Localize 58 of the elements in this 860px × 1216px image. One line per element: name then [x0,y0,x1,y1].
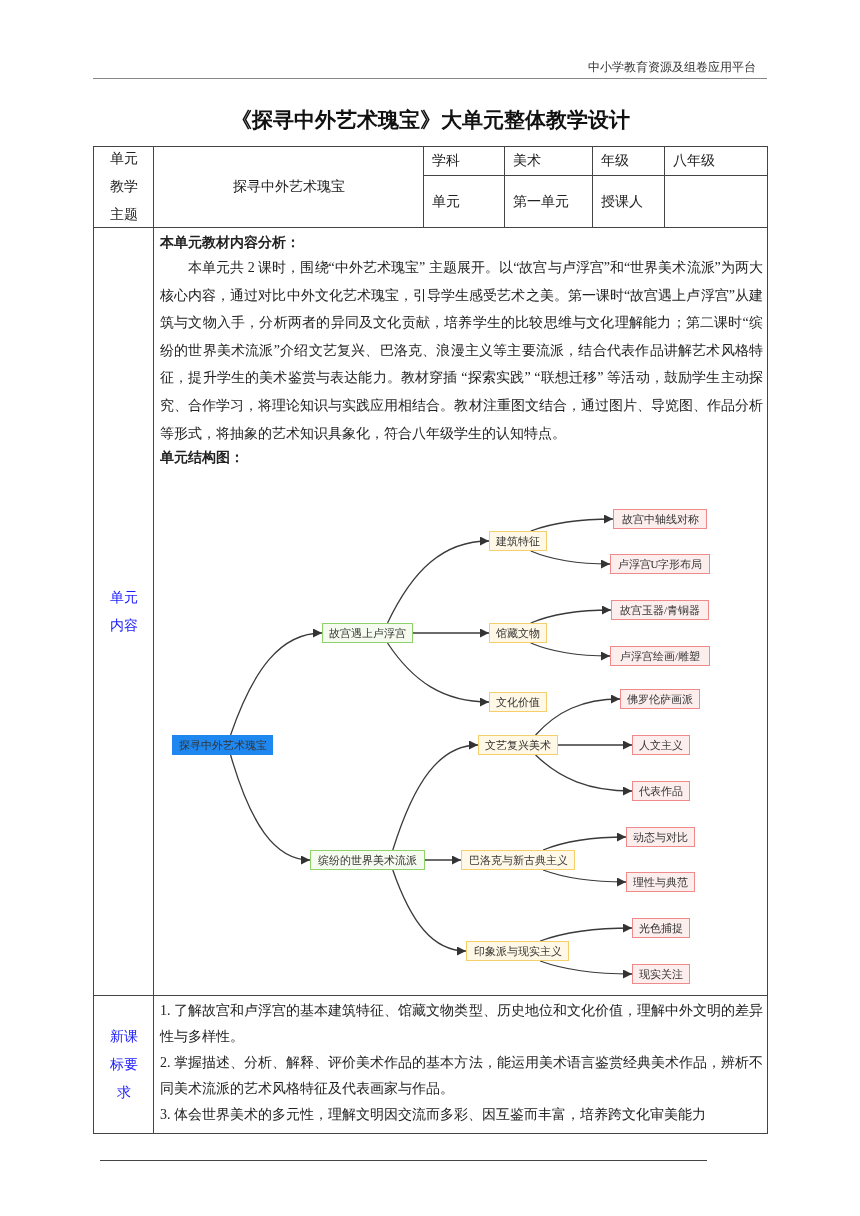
topic-box: 故宫中轴线对称 [613,509,707,529]
topic-box: 缤纷的世界美术流派 [310,850,425,870]
arrow [424,855,462,865]
arrow [539,923,633,942]
table-cell-text: 学科 [432,152,460,170]
topic-box: 印象派与现实主义 [466,941,569,961]
topic-box: 光色捕捉 [632,918,690,938]
table-cell-text: 单元 [432,192,460,211]
table-cell-text: 授课人 [601,192,643,211]
list-item: 3. 体会世界美术的多元性，理解文明因交流而多彩、因互鉴而丰富，培养跨文化审美能力 [160,1106,707,1124]
arrow [530,550,611,569]
table-cell-text: 新课标要求 [109,1027,138,1102]
topic-box: 卢浮宫U字形布局 [610,554,710,574]
section-heading: 本单元教材内容分析： [160,234,301,252]
list-item: 2. 掌握描述、分析、解释、评价美术作品的基本方法，能运用美术语言鉴赏经典美术作品，辨析不同美术流派的艺术风格特征及代表画家与作品。 [160,1054,763,1098]
arrow [534,694,621,736]
table-cell-text: 单元教学主题 [109,150,138,224]
arrow [542,832,627,851]
topic-box: 人文主义 [632,735,690,755]
table-cell-text: 年级 [601,152,629,170]
root-topic-box: 探寻中外艺术瑰宝 [172,735,273,755]
arrow [534,754,633,796]
arrow [229,754,311,864]
paragraph: 本单元共 2 课时，围绕“中外艺术瑰宝” 主题展开。以“故宫与卢浮宫”和“世界美术流派”为两大核心内容，通过对比中外文化艺术瑰宝，引导学生感受艺术之美。第一课时“故宫遇上卢浮宫”从建筑与文物入手，分析两者的异同及文化贡献，培养学生的比较思维与文化理解能力；第二课时“缤纷的世界美术流派”介绍文艺复兴、巴洛克、浪漫主义等主要流派，结合代表作品讲解艺术风格特征，提升学生的美术鉴赏与表达能力。教材穿插 “探索实践” “联想迁移” 等活动，鼓励学生主动探究、合作学习，将理论知识与实践应用相结合。教材注重图文结合，通过图片、导览图、作品分析等形式，将抽象的艺术知识具象化，符合八年级学生的认知特点。 [160,259,763,443]
topic-box: 馆藏文物 [489,623,547,643]
topic-box: 代表作品 [632,781,690,801]
arrow [412,628,490,638]
arrow [229,629,323,736]
arrow [539,960,633,979]
topic-box: 故宫遇上卢浮宫 [322,623,413,643]
document-title: 《探寻中外艺术瑰宝》大单元整体教学设计 [229,107,631,134]
arrow [530,642,611,661]
header-text: 中小学教育资源及组卷应用平台 [588,60,756,74]
table-cell-text: 探寻中外艺术瑰宝 [232,178,345,196]
table-cell-text: 八年级 [673,152,715,170]
topic-box: 建筑特征 [489,531,547,551]
arrow [542,869,627,887]
section-heading: 单元结构图： [160,449,245,468]
topic-box: 巴洛克与新古典主义 [461,850,575,870]
arrow [386,537,490,624]
table-cell-text: 美术 [513,152,541,170]
table-cell-text: 第一单元 [513,192,569,211]
arrow [392,741,479,851]
topic-box: 故宫玉器/青铜器 [611,600,709,620]
table-cell-text: 单元内容 [109,588,138,635]
topic-box: 文艺复兴美术 [478,735,558,755]
arrow [530,605,612,624]
topic-box: 文化价值 [489,692,547,712]
list-item: 1. 了解故宫和卢浮宫的基本建筑特征、馆藏文物类型、历史地位和文化价值，理解中外文明的差异性与多样性。 [160,1002,763,1046]
topic-box: 动态与对比 [626,827,695,847]
topic-box: 现实关注 [632,964,690,984]
arrow [386,642,490,707]
arrow [530,514,614,532]
topic-box: 佛罗伦萨画派 [620,689,700,709]
arrow [392,869,467,955]
arrow [557,740,633,750]
topic-box: 理性与典范 [626,872,695,892]
topic-box: 卢浮宫绘画/雕塑 [610,646,710,666]
